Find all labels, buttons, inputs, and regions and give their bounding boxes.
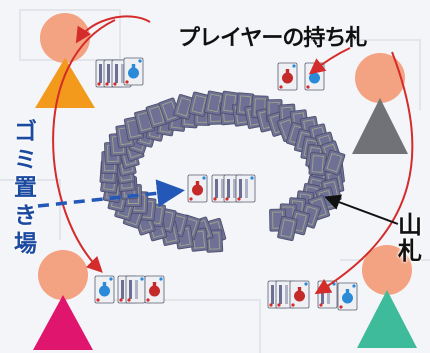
draw-label-char: 札 (398, 237, 422, 265)
player-head (362, 245, 412, 295)
arrow-to-discard (37, 179, 185, 208)
player-body (352, 98, 408, 154)
discard-label-char: 置 (14, 175, 37, 201)
potion-card-icon (337, 282, 358, 311)
potion-card-icon (277, 62, 298, 91)
card-back-icon (277, 215, 298, 242)
arrow-to-top-right-hand (308, 47, 351, 75)
draw-pile-label: 山 札 (398, 212, 422, 264)
potion-card-icon (125, 275, 146, 304)
discard-label-char: 場 (14, 231, 37, 257)
potion-card-icon (123, 57, 144, 86)
player-body (35, 58, 95, 108)
player-body (33, 295, 93, 350)
card-back-icon (308, 152, 327, 176)
draw-pile-ring (99, 90, 346, 253)
player-head (40, 13, 90, 63)
discard-label-char: き (14, 203, 37, 229)
discard-pile-cards (187, 174, 256, 203)
arrow-to-top-left-hand (75, 15, 151, 44)
arrow-to-bottom-right-hand (314, 51, 414, 295)
player-body (357, 290, 417, 348)
potion-card-icon (235, 174, 256, 203)
arrow-to-draw-pile (324, 194, 399, 225)
card-back-icon (158, 97, 182, 124)
player-top-right (352, 53, 408, 154)
potion-card-icon (187, 174, 208, 203)
card-back-icon (323, 149, 346, 176)
player-bottom-left (33, 250, 93, 350)
player-bottom-right (357, 245, 417, 348)
card-back-icon (204, 90, 225, 116)
discard-label-char: ゴ (14, 119, 37, 145)
potion-card-icon (94, 275, 115, 304)
discard-label-char: ミ (14, 147, 37, 173)
potion-card-icon (304, 62, 325, 91)
player-head (38, 250, 88, 300)
player-head (355, 53, 405, 103)
player-hand-label: プレイヤーの持ち札 (178, 26, 367, 51)
arrow-to-bottom-left-hand (52, 19, 116, 273)
draw-label-char: 山 (398, 211, 422, 239)
potion-card-icon (144, 275, 165, 304)
discard-pile-label: ゴ ミ 置 き 場 (14, 118, 37, 258)
potion-card-icon (289, 280, 310, 309)
